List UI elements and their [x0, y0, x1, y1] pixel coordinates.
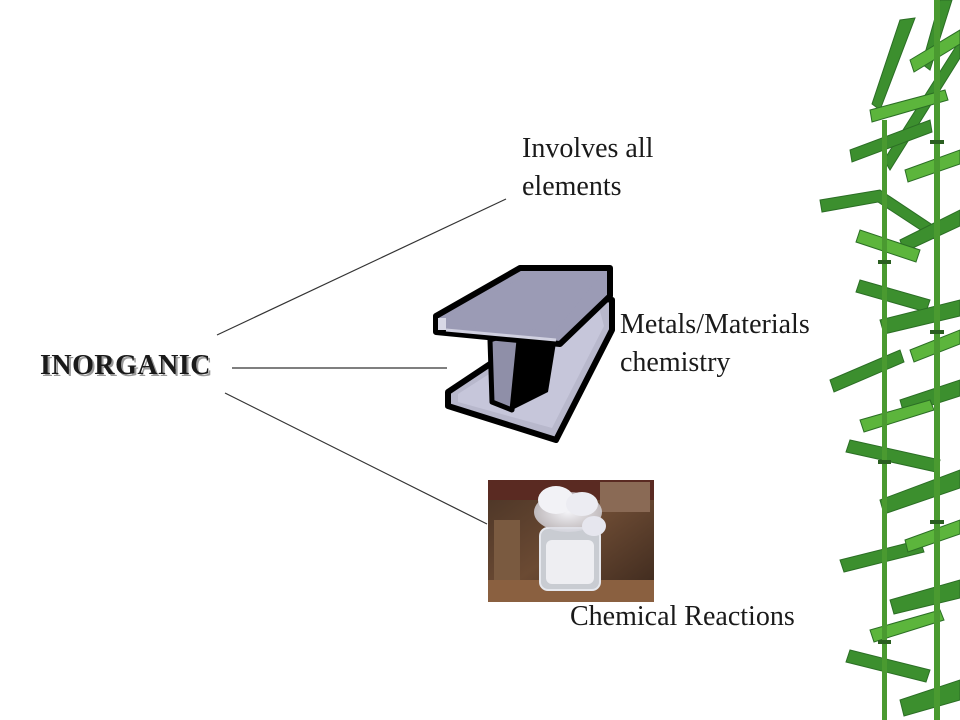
- branch-label-elements: Involves all elements: [522, 130, 742, 206]
- connector-to-reactions: [224, 392, 488, 525]
- branch-label-reactions: Chemical Reactions: [570, 601, 795, 632]
- branch-label-line: Metals/Materials: [620, 309, 810, 340]
- branch-label-metals: Metals/Materials chemistry: [620, 306, 850, 382]
- connector-to-elements: [216, 198, 507, 336]
- branch-label-line: Involves all: [522, 133, 654, 164]
- branch-label-line: chemistry: [620, 347, 731, 378]
- root-label: INORGANIC: [40, 350, 211, 381]
- branch-label-line: elements: [522, 171, 622, 202]
